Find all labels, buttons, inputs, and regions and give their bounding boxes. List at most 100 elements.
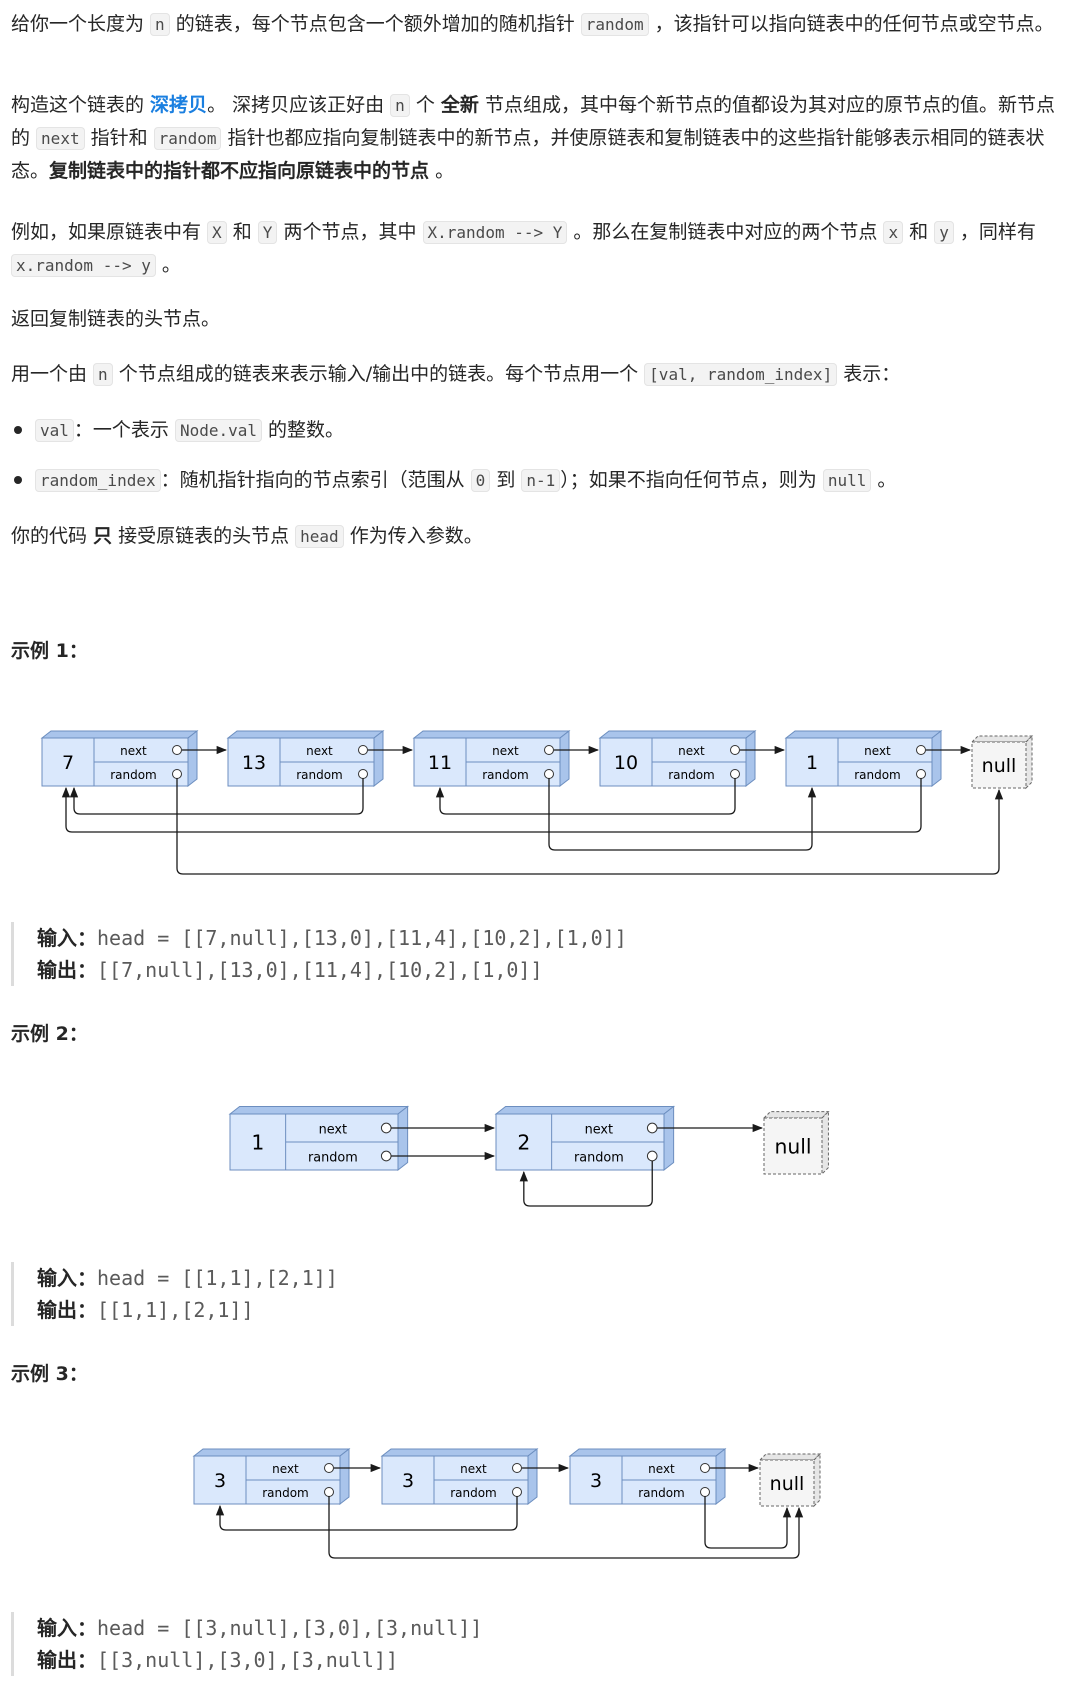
null-side-face bbox=[1025, 734, 1033, 790]
random-label: random bbox=[638, 1486, 685, 1500]
random-pointer-port bbox=[380, 1150, 392, 1162]
code-val: val bbox=[35, 419, 74, 442]
text: 和 bbox=[226, 221, 258, 243]
text: ：随机指针指向的节点索引（范围从 bbox=[160, 469, 471, 491]
code-x-random: x.random --> y bbox=[11, 254, 156, 277]
node-side-face bbox=[715, 1447, 726, 1506]
node-side-face bbox=[663, 1105, 675, 1172]
example-1-code-block: 输入：head = [[7,null],[13,0],[11,4],[10,2]… bbox=[11, 922, 737, 986]
node-top-face bbox=[226, 730, 385, 739]
text: 两个节点，其中 bbox=[277, 221, 423, 243]
null-box bbox=[763, 1117, 823, 1175]
example-2-code-block: 输入：head = [[1,1],[2,1]] 输出：[[1,1],[2,1]] bbox=[11, 1262, 737, 1326]
text: 。那么在复制链表中对应的两个节点 bbox=[567, 221, 884, 243]
input-value: head = [[3,null],[3,0],[3,null]] bbox=[97, 1616, 483, 1640]
text: ，同样有 bbox=[953, 221, 1036, 243]
next-label: next bbox=[306, 744, 333, 758]
bold-text: 复制链表中的指针都不应指向原链表中的节点 bbox=[49, 160, 430, 182]
input-value: head = [[1,1],[2,1]] bbox=[97, 1266, 338, 1290]
code-null: null bbox=[822, 469, 872, 492]
code-pair: [val, random_index] bbox=[644, 363, 838, 386]
node-value: 3 bbox=[402, 1470, 414, 1492]
text: ）；如果不指向任何节点，则为 bbox=[560, 469, 823, 491]
code-next: next bbox=[36, 127, 85, 150]
list-item: random_index：随机指针指向的节点索引（范围从 0 到 n-1）；如果… bbox=[11, 464, 1061, 497]
input-value: head = [[7,null],[13,0],[11,4],[10,2],[1… bbox=[97, 926, 627, 950]
node-side-face bbox=[187, 729, 198, 788]
null-box bbox=[759, 1459, 815, 1507]
code-n: n bbox=[390, 94, 410, 117]
next-label: next bbox=[319, 1122, 347, 1137]
code-zero: 0 bbox=[470, 469, 491, 492]
code-random-index: random_index bbox=[35, 469, 161, 492]
text: 。 bbox=[871, 469, 897, 491]
random-label: random bbox=[262, 1486, 309, 1500]
node-value: 11 bbox=[428, 752, 452, 774]
next-pointer-port bbox=[380, 1122, 392, 1134]
text: 作为传入参数。 bbox=[343, 525, 483, 547]
random-arrow bbox=[176, 778, 1004, 875]
next-label: next bbox=[648, 1462, 675, 1476]
text: 的整数。 bbox=[262, 419, 345, 441]
node-top-face bbox=[568, 1448, 727, 1457]
random-label: random bbox=[110, 768, 157, 782]
paragraph-6: 你的代码 只 接受原链表的头节点 head 作为传入参数。 bbox=[11, 520, 1061, 553]
null-top-face bbox=[970, 735, 1034, 743]
code-X-random: X.random --> Y bbox=[422, 221, 568, 244]
code-n: n bbox=[150, 13, 170, 36]
example-2-title: 示例 2： bbox=[11, 1023, 88, 1045]
input-label: 输入： bbox=[37, 926, 97, 950]
node-top-face bbox=[192, 1448, 351, 1457]
text: 构造这个链表的 bbox=[11, 94, 151, 116]
paragraph-4: 返回复制链表的头节点。 bbox=[11, 303, 220, 335]
example-3-title: 示例 3： bbox=[11, 1363, 88, 1385]
next-pointer-port bbox=[730, 745, 740, 755]
node-value: 1 bbox=[806, 752, 818, 774]
next-pointer-port bbox=[358, 745, 368, 755]
output-label: 输出： bbox=[37, 958, 97, 982]
node-side-face bbox=[397, 1105, 409, 1172]
text: ：一个表示 bbox=[73, 419, 175, 441]
node-top-face bbox=[380, 1448, 539, 1457]
next-pointer-port bbox=[544, 745, 554, 755]
null-label: null bbox=[770, 1473, 805, 1495]
text: 你的代码 bbox=[11, 525, 94, 547]
next-pointer-port bbox=[646, 1122, 658, 1134]
random-pointer-port bbox=[172, 769, 182, 779]
deep-copy-link[interactable]: 深拷贝 bbox=[150, 94, 208, 116]
text: ，该指针可以指向链表中的任何节点或空节点。 bbox=[648, 13, 1054, 35]
text: 和 bbox=[903, 221, 935, 243]
null-top-face bbox=[758, 1453, 822, 1461]
random-pointer-port bbox=[512, 1487, 522, 1497]
next-label: next bbox=[492, 744, 519, 758]
random-pointer-port bbox=[646, 1150, 658, 1162]
text: 。 bbox=[429, 160, 455, 182]
bold-text: 全新 bbox=[440, 94, 479, 116]
random-arrow bbox=[548, 778, 817, 851]
text: 接受原链表的头节点 bbox=[112, 525, 296, 547]
node-top-face bbox=[412, 730, 571, 739]
text: 个 bbox=[409, 94, 441, 116]
input-label: 输入： bbox=[37, 1266, 97, 1290]
random-label: random bbox=[308, 1150, 358, 1165]
code-n: n bbox=[93, 363, 113, 386]
text: 指针也都应指向复制链表中的新节点，并使原链表和复制链表中的这些指针能够表示相同的… bbox=[11, 127, 1045, 182]
code-y: y bbox=[934, 221, 954, 244]
null-top-face bbox=[762, 1111, 830, 1119]
text: 到 bbox=[490, 469, 522, 491]
random-arrow bbox=[704, 1496, 792, 1549]
text: 。 深拷贝应该正好由 bbox=[207, 94, 391, 116]
text: 例如，如果原链表中有 bbox=[11, 221, 208, 243]
null-label: null bbox=[982, 755, 1017, 777]
node-value: 3 bbox=[214, 1470, 226, 1492]
node-side-face bbox=[527, 1447, 538, 1506]
node-top-face bbox=[228, 1106, 410, 1115]
random-pointer-port bbox=[324, 1487, 334, 1497]
random-arrow bbox=[519, 1161, 653, 1207]
output-label: 输出： bbox=[37, 1648, 97, 1672]
random-arrow bbox=[61, 778, 922, 833]
random-pointer-port bbox=[730, 769, 740, 779]
random-label: random bbox=[668, 768, 715, 782]
random-pointer-port bbox=[700, 1487, 710, 1497]
